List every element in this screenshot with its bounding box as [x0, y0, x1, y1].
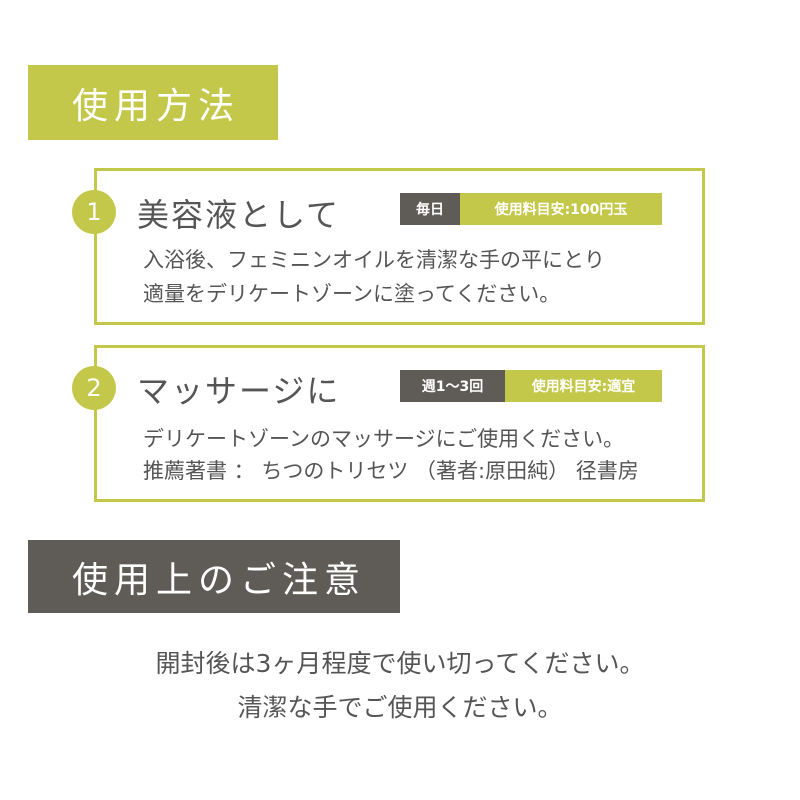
caution-line: 開封後は3ヶ月程度で使い切ってください。 [155, 649, 645, 678]
step-2-badges: 週1～3回 使用料目安:適宜 [400, 370, 662, 402]
caution-line: 清潔な手でご使用ください。 [237, 693, 563, 722]
step-2-line: 推薦著書 ： ちつのトリセツ （著者:原田純） 径書房 [143, 459, 639, 483]
amount-badge: 使用料目安:適宜 [505, 370, 662, 402]
step-1-number: 1 [72, 190, 116, 234]
usage-header: 使用方法 [28, 65, 278, 140]
step-2-line: デリケートゾーンのマッサージにご使用ください。 [143, 427, 625, 451]
step-1-badges: 毎日 使用料目安:100円玉 [400, 193, 662, 225]
frequency-badge: 毎日 [400, 193, 460, 225]
frequency-badge: 週1～3回 [400, 370, 505, 402]
step-1-title: 美容液として [137, 196, 341, 234]
step-1-line: 適量をデリケートゾーンに塗ってください。 [143, 282, 561, 306]
step-1-line: 入浴後、フェミニンオイルを清潔な手の平にとり [143, 248, 605, 272]
amount-badge: 使用料目安:100円玉 [460, 193, 662, 225]
step-2-number: 2 [72, 366, 116, 410]
caution-header: 使用上のご注意 [28, 540, 400, 613]
step-2-title: マッサージに [137, 372, 341, 410]
